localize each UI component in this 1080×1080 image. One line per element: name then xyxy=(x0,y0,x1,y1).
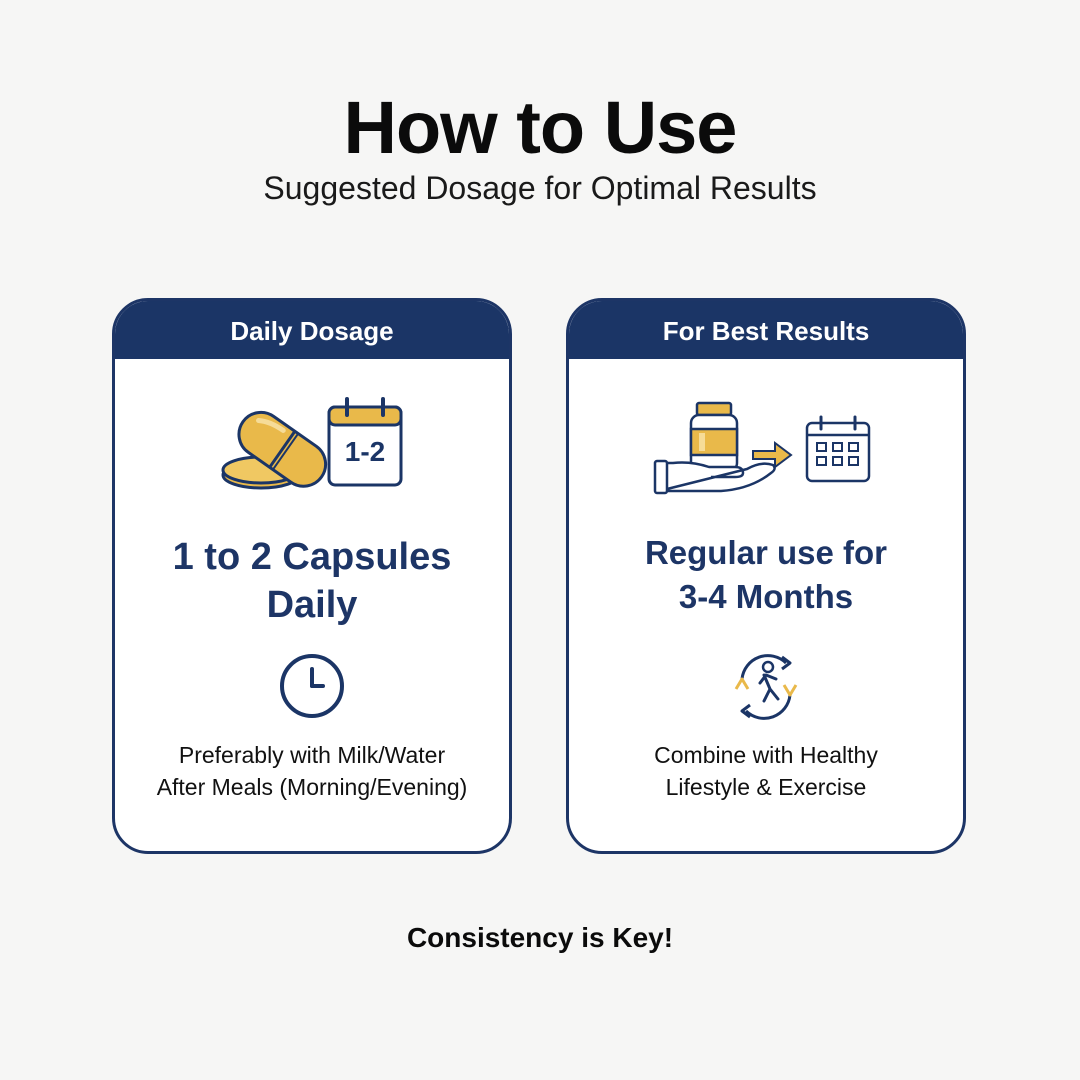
results-note-line-1: Combine with Healthy xyxy=(654,742,878,768)
duration-line-1: Regular use for xyxy=(644,534,888,571)
capsule-calendar-graphic: 1-2 xyxy=(221,397,403,490)
calendar-dose-label: 1-2 xyxy=(345,436,385,467)
capsule-calendar-icon: 1-2 xyxy=(115,395,509,499)
results-note-line-2: Lifestyle & Exercise xyxy=(665,774,867,800)
usage-duration: Regular use for 3-4 Months xyxy=(569,531,963,619)
dosage-note: Preferably with Milk/Water After Meals (… xyxy=(115,739,509,803)
best-results-card: For Best Results xyxy=(566,298,966,854)
clock-icon xyxy=(115,651,509,721)
duration-line-2: 3-4 Months xyxy=(678,578,854,615)
dosage-line-1: 1 to 2 Capsules xyxy=(172,536,452,578)
hand-bottle-calendar-icon xyxy=(569,401,963,497)
dosage-line-2: Daily xyxy=(266,584,358,626)
page-title: How to Use xyxy=(343,86,738,169)
card-heading: For Best Results xyxy=(569,301,963,359)
dosage-note-line-2: After Meals (Morning/Evening) xyxy=(156,774,468,800)
dosage-amount: 1 to 2 Capsules Daily xyxy=(115,533,509,629)
card-heading: Daily Dosage xyxy=(115,301,509,359)
dosage-note-line-1: Preferably with Milk/Water xyxy=(178,742,446,768)
footer-tagline: Consistency is Key! xyxy=(406,922,674,953)
exercise-cycle-icon xyxy=(569,649,963,725)
results-note: Combine with Healthy Lifestyle & Exercis… xyxy=(569,739,963,803)
page-subtitle: Suggested Dosage for Optimal Results xyxy=(263,170,817,206)
daily-dosage-card: Daily Dosage 1-2 xyxy=(112,298,512,854)
